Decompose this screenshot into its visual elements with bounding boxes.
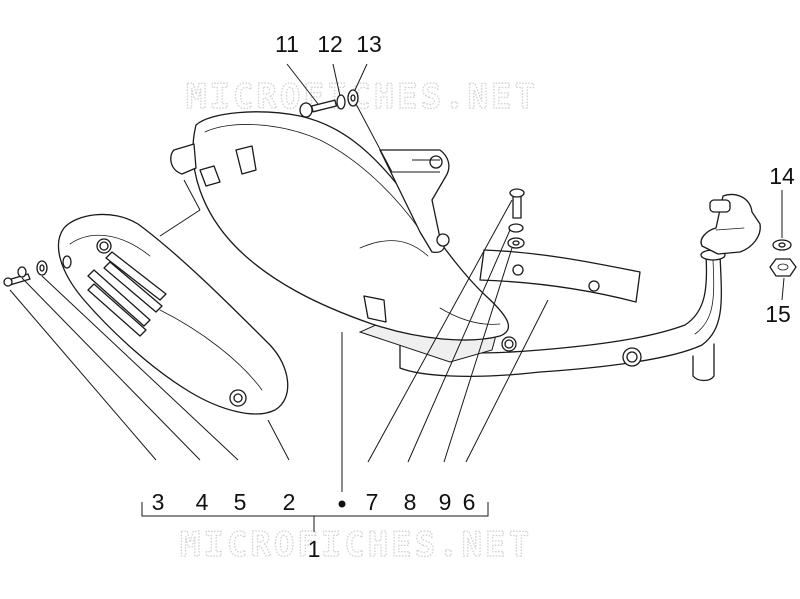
callout-8: 8 [404,489,417,515]
exhaust-pipe [399,193,761,382]
mounting-plate [379,149,450,253]
callout-5: 5 [234,489,247,515]
watermark-top: MICROFICHES.NET [186,77,538,117]
callout-15: 15 [765,301,791,327]
callout-6: 6 [463,489,476,515]
heat-shield-fasteners [3,255,72,287]
screw-11-washers [299,89,359,118]
heat-shield [57,213,289,415]
callout-9: 9 [439,489,452,515]
callout-4: 4 [196,489,209,515]
callout-11: 11 [275,31,299,57]
muffler-body [170,111,517,363]
screw-7-washers [507,188,525,249]
watermark-bottom: MICROFICHES.NET [180,525,532,565]
leader-lines [9,63,785,532]
callout-12: 12 [317,31,343,57]
callout-14: 14 [769,163,795,189]
callout-2: 2 [283,489,296,515]
washer-14-nut-15 [769,239,797,277]
callout-3: 3 [152,489,165,515]
support-bracket [479,249,641,303]
callout-7: 7 [366,489,379,515]
callout-1: 1 [308,536,321,562]
callout-13: 13 [356,31,382,57]
